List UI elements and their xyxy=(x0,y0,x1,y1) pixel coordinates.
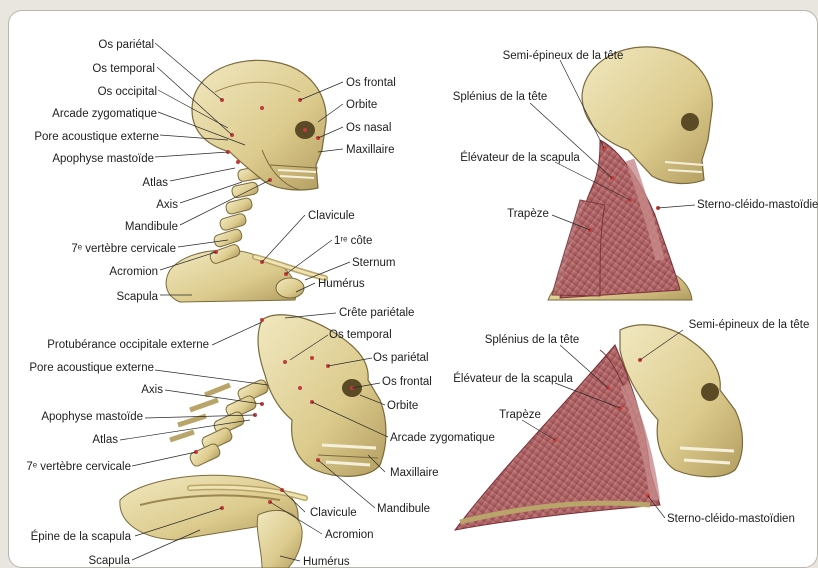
hm-label-splenius: Splénius de la tête xyxy=(453,91,548,103)
gm-label-sterno-cleido: Sterno-cléido-mastoïdien xyxy=(667,513,795,525)
gm-label-semi-epineux: Semi-épineux de la tête xyxy=(689,319,810,331)
g-label-scapula: Scapula xyxy=(88,555,130,567)
h-label-premiere-cote: 1ʳᵉ côte xyxy=(334,235,372,247)
h-label-apophyse-mastoide: Apophyse mastoïde xyxy=(52,153,154,165)
h-label-maxillaire: Maxillaire xyxy=(346,144,395,156)
g-label-clavicule: Clavicule xyxy=(310,507,357,519)
g-label-maxillaire: Maxillaire xyxy=(390,467,439,479)
gm-label-splenius: Splénius de la tête xyxy=(485,334,580,346)
g-label-orbite: Orbite xyxy=(387,400,418,412)
g-label-os-temporal: Os temporal xyxy=(329,329,392,341)
hm-label-elevateur: Élévateur de la scapula xyxy=(460,151,580,164)
gm-label-trapeze: Trapèze xyxy=(499,409,541,421)
g-label-os-parietal: Os pariétal xyxy=(373,352,429,364)
h-label-vertebre-cervicale: 7ᵉ vertèbre cervicale xyxy=(71,243,176,255)
gorilla-muscles-panel: Splénius de la tête Semi-épineux de la t… xyxy=(453,319,809,530)
h-label-os-parietal: Os pariétal xyxy=(98,39,154,51)
h-label-mandibule: Mandibule xyxy=(125,221,178,233)
g-label-acromion: Acromion xyxy=(325,529,374,541)
h-label-os-temporal: Os temporal xyxy=(92,63,155,75)
g-label-vertebre-cervicale: 7ᵉ vertèbre cervicale xyxy=(26,461,131,473)
human-m-trapeze xyxy=(552,200,605,296)
hm-label-semi-epineux: Semi-épineux de la tête xyxy=(503,50,624,62)
human-skeleton-panel: Os pariétal Os temporal Os occipital Arc… xyxy=(34,39,396,303)
h-label-acromion: Acromion xyxy=(109,266,158,278)
g-label-arcade-zygomatique: Arcade zygomatique xyxy=(390,432,495,444)
g-label-apophyse-mastoide: Apophyse mastoïde xyxy=(41,411,143,423)
g-label-pore-acoustique: Pore acoustique externe xyxy=(29,362,154,374)
gorilla-skeleton-panel: Crête pariétale Protubérance occipitale … xyxy=(26,307,494,568)
human-muscles-panel: Semi-épineux de la tête Splénius de la t… xyxy=(453,47,818,300)
g-label-mandibule: Mandibule xyxy=(377,503,430,515)
g-label-crete-parietale: Crête pariétale xyxy=(339,307,414,319)
g-label-axis: Axis xyxy=(141,384,163,396)
h-label-os-nasal: Os nasal xyxy=(346,122,391,134)
h-label-humerus: Humérus xyxy=(318,278,365,290)
g-label-protuberance: Protubérance occipitale externe xyxy=(47,339,209,351)
g-label-atlas: Atlas xyxy=(92,434,118,446)
h-label-sternum: Sternum xyxy=(352,257,395,269)
h-label-arcade-zygomatique: Arcade zygomatique xyxy=(52,108,157,120)
h-label-axis: Axis xyxy=(156,199,178,211)
h-label-orbite: Orbite xyxy=(346,99,377,111)
gm-label-elevateur: Élévateur de la scapula xyxy=(453,372,573,385)
h-label-clavicule: Clavicule xyxy=(308,210,355,222)
g-label-epine-scapula: Épine de la scapula xyxy=(31,530,132,543)
h-label-os-occipital: Os occipital xyxy=(98,86,157,98)
h-label-pore-acoustique: Pore acoustique externe xyxy=(34,131,159,143)
h-label-os-frontal: Os frontal xyxy=(346,77,396,89)
human-humerus-shape xyxy=(276,278,304,298)
g-label-humerus: Humérus xyxy=(303,556,350,568)
h-label-scapula: Scapula xyxy=(116,291,158,303)
g-label-os-frontal: Os frontal xyxy=(382,376,432,388)
gorilla-humerus-shape xyxy=(257,510,302,568)
h-label-atlas: Atlas xyxy=(142,177,168,189)
human-cervical-spine xyxy=(209,166,265,265)
hm-label-sterno-cleido: Sterno-cléido-mastoïdien xyxy=(697,199,818,211)
hm-label-trapeze: Trapèze xyxy=(507,208,549,220)
